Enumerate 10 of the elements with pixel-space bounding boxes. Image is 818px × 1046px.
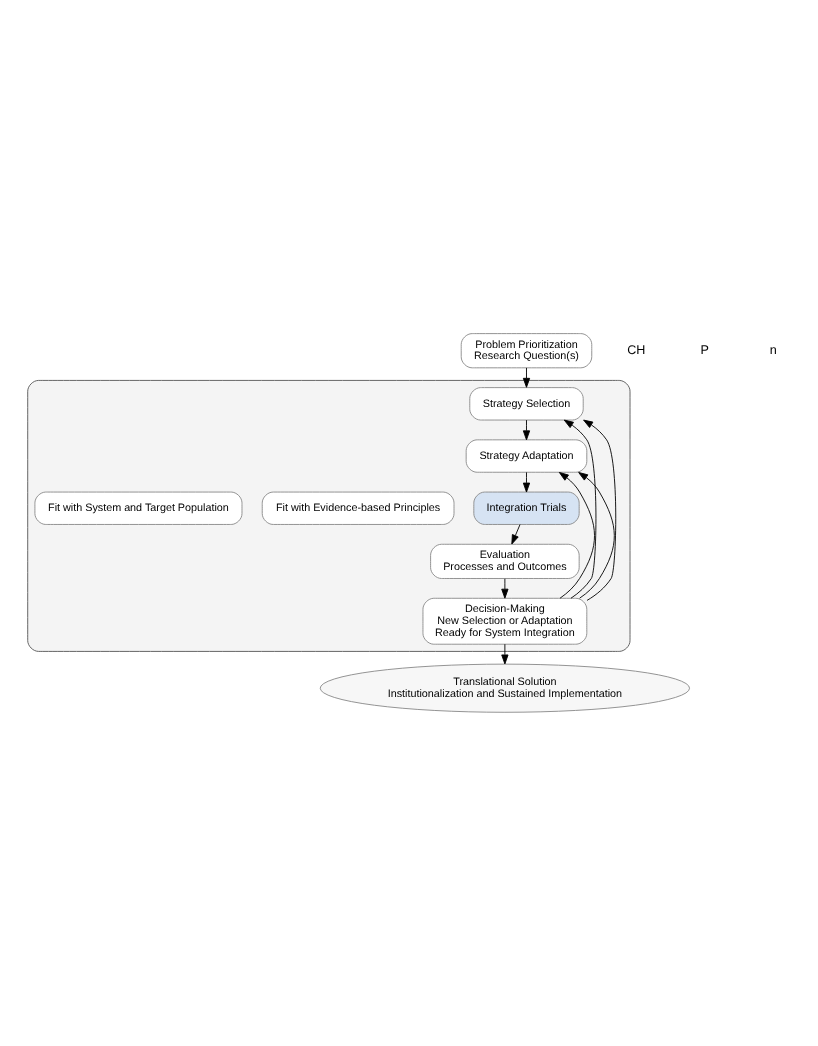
arrow [583,419,617,601]
arrow [522,367,531,388]
arrow [578,472,615,599]
arrow [501,578,509,599]
arrow [522,419,531,441]
arrow [558,472,595,599]
arrow [563,419,597,599]
arrow [501,643,509,665]
arrow [522,471,531,493]
arrow [511,524,521,545]
